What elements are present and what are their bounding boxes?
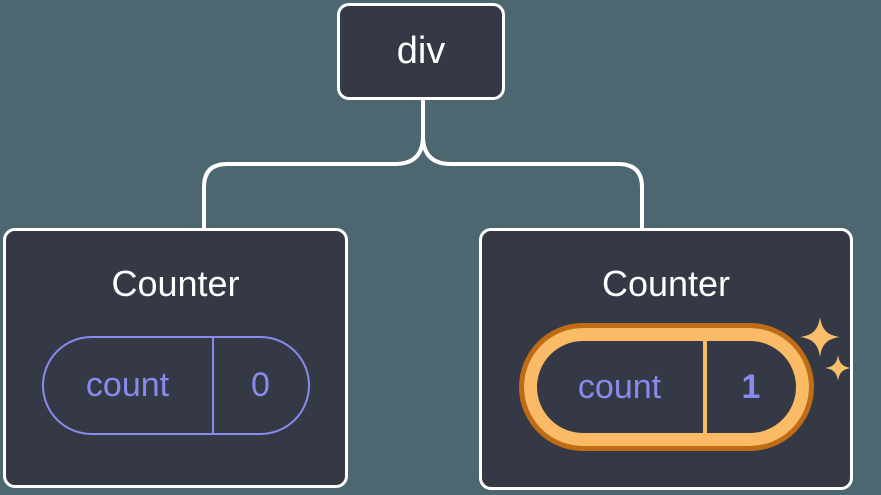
state-label: count bbox=[537, 341, 707, 434]
state-value: 1 bbox=[741, 367, 761, 406]
counter-title: Counter bbox=[601, 263, 731, 304]
state-label: count bbox=[44, 338, 214, 434]
state-value: 0 bbox=[251, 366, 270, 405]
state-pill: count 0 bbox=[41, 336, 310, 436]
root-div-node: div bbox=[337, 3, 505, 100]
state-pill-highlighted: count 1 bbox=[523, 328, 809, 447]
counter-title: Counter bbox=[111, 263, 240, 304]
sparkles-icon bbox=[800, 317, 851, 381]
counter-card-right: Counter count 1 bbox=[479, 228, 853, 490]
counter-card-left: Counter count 0 bbox=[3, 228, 348, 488]
root-node-label: div bbox=[396, 30, 446, 72]
